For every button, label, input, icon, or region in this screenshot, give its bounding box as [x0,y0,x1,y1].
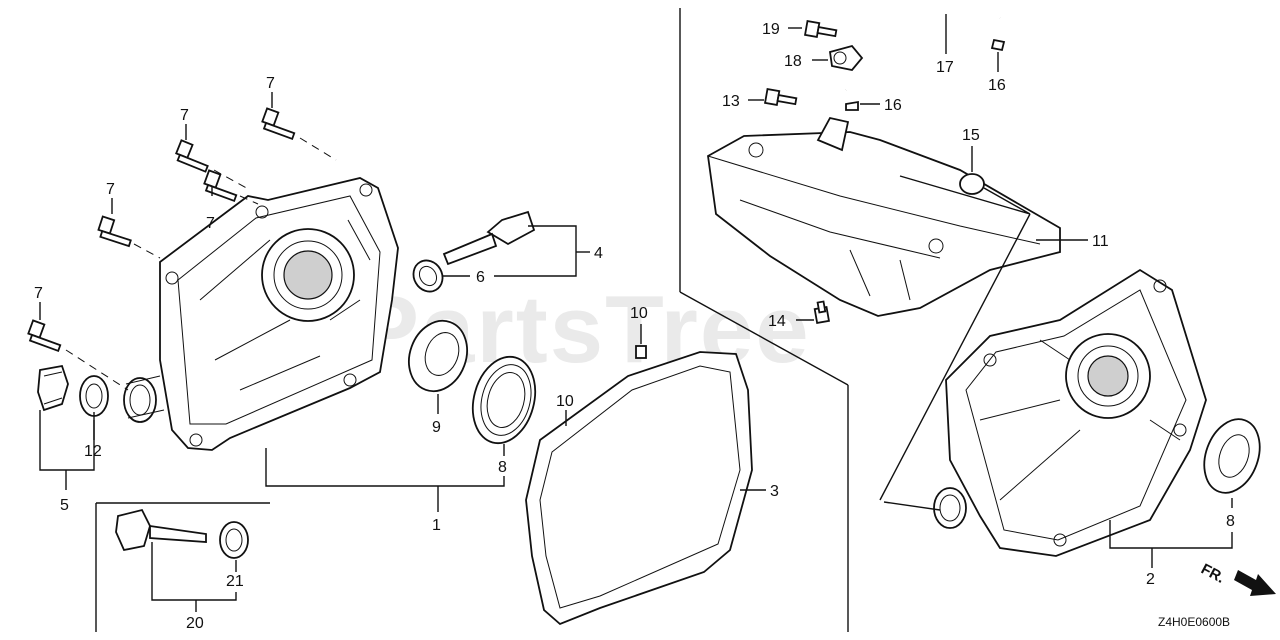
callout-8-right[interactable]: 8 [1226,513,1235,530]
front-direction-indicator: FR. [1198,561,1276,596]
callout-20[interactable]: 20 [186,615,204,632]
callout-2[interactable]: 2 [1146,571,1155,588]
callout-7-b[interactable]: 7 [180,107,189,124]
front-label: FR. [1198,561,1227,587]
callout-17[interactable]: 17 [936,59,954,76]
callout-11[interactable]: 11 [1092,233,1109,250]
crankcase-gasket[interactable] [525,351,753,626]
callout-leaders [39,14,1233,612]
callout-21[interactable]: 21 [226,573,244,590]
callout-1[interactable]: 1 [432,517,441,534]
callout-7-e[interactable]: 7 [34,285,43,302]
callout-7-a[interactable]: 7 [266,75,275,92]
breather-fitting-18[interactable] [828,44,864,71]
callout-16-b[interactable]: 16 [884,97,902,114]
bolt-leaders [65,137,337,391]
callout-7-d[interactable]: 7 [106,181,115,198]
callout-13[interactable]: 13 [722,93,740,110]
crankcase-cover-right[interactable] [945,268,1207,557]
callout-4[interactable]: 4 [594,245,603,262]
oil-seal-12[interactable] [79,375,109,417]
bearing-8-left[interactable] [464,350,545,451]
bearing-8-right[interactable] [1195,411,1270,500]
o-ring-15[interactable] [959,173,985,195]
callout-3[interactable]: 3 [770,483,779,500]
callout-16-a[interactable]: 16 [988,77,1006,94]
callout-10-a[interactable]: 10 [630,305,648,322]
crankcase-cover-left[interactable] [159,177,399,451]
callout-labels: 1 2 3 4 5 6 7 7 7 7 7 8 8 9 10 10 11 12 … [34,21,1235,632]
bolt-group-7[interactable] [26,107,299,353]
callout-12[interactable]: 12 [84,443,102,460]
callout-10-b[interactable]: 10 [556,393,574,410]
front-arrow-icon [1234,570,1276,596]
bearing-9[interactable] [399,313,476,400]
callout-18[interactable]: 18 [784,53,802,70]
oil-seal-6[interactable] [408,255,448,297]
oil-level-gauge[interactable] [442,210,536,266]
callout-15[interactable]: 15 [962,127,980,144]
callout-9[interactable]: 9 [432,419,441,436]
section-dividers [95,8,849,632]
filler-neck-right[interactable] [933,487,967,529]
callout-7-c[interactable]: 7 [206,215,215,232]
callout-5[interactable]: 5 [60,497,69,514]
callout-14[interactable]: 14 [768,313,786,330]
callout-6[interactable]: 6 [476,269,485,286]
bolts-13-14-19[interactable] [764,20,838,324]
diagram-code: Z4H0E0600B [1158,615,1230,629]
oil-gauge-inset[interactable] [115,508,249,559]
filler-neck[interactable] [123,375,165,423]
callout-8-left[interactable]: 8 [498,459,507,476]
hose-17[interactable] [844,8,1001,91]
assembly-leaders [879,213,1031,511]
callout-19[interactable]: 19 [762,21,780,38]
oil-filler-cap[interactable] [37,364,69,412]
hose-clips-16[interactable] [845,38,1006,111]
